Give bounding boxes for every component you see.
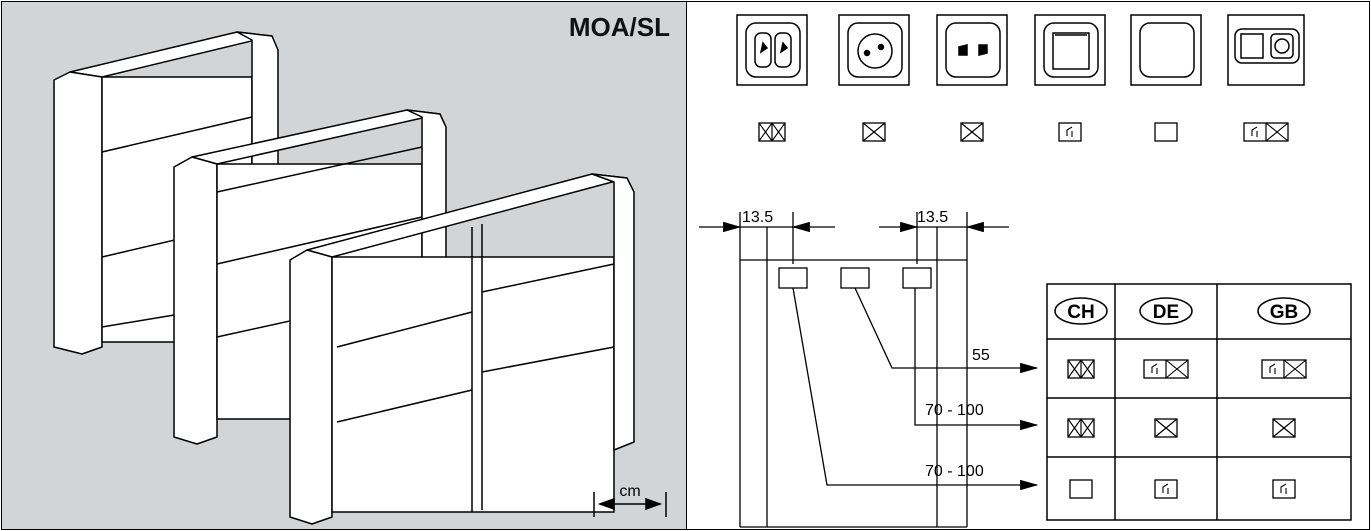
de-row1-symbol — [1143, 359, 1189, 379]
double-outlet-symbol — [758, 122, 786, 142]
gb-row2-symbol — [1272, 418, 1296, 438]
outlet-symbol — [960, 122, 984, 142]
switch-icon — [1034, 14, 1106, 86]
switch-outlet-symbol — [1243, 122, 1289, 142]
de-row2-symbol — [1154, 418, 1178, 438]
blank-symbol — [1154, 122, 1178, 142]
left-offset-label: 13.5 — [742, 209, 773, 226]
cabinet-illustration-panel: MOA/SL — [1, 1, 687, 530]
electrical-diagram: 13.5 13.5 55 70 - 100 70 - 100 CH DE GB — [699, 14, 1352, 528]
ch-double-socket-icon — [736, 14, 808, 86]
header-gb: GB — [1270, 302, 1299, 323]
dimension-drawing — [699, 212, 1039, 528]
switch-symbol — [1058, 122, 1082, 142]
row1-height-label: 55 — [972, 347, 990, 364]
country-table — [1046, 283, 1352, 521]
switch-socket-combo-icon — [1227, 14, 1305, 86]
cabinet-drawing: cm — [53, 31, 667, 525]
ch-row3-symbol — [1069, 479, 1093, 499]
eu-socket-icon — [936, 14, 1008, 86]
ch-row1-symbol — [1067, 359, 1095, 379]
cabinet-large — [289, 173, 635, 525]
outlet-symbol — [862, 122, 886, 142]
gb-row3-symbol — [1272, 479, 1296, 499]
header-ch: CH — [1067, 302, 1094, 323]
header-de: DE — [1153, 302, 1179, 323]
gb-row1-symbol — [1261, 359, 1307, 379]
row3-height-label: 70 - 100 — [925, 463, 984, 480]
de-row3-symbol — [1154, 479, 1178, 499]
model-title: MOA/SL — [568, 12, 670, 42]
blank-cover-icon — [1130, 14, 1202, 86]
unit-label: cm — [619, 483, 640, 500]
row2-height-label: 70 - 100 — [925, 402, 984, 419]
de-schuko-socket-icon — [838, 14, 910, 86]
ch-row2-symbol — [1067, 418, 1095, 438]
right-offset-label: 13.5 — [917, 209, 948, 226]
electrical-options-panel: 13.5 13.5 55 70 - 100 70 - 100 CH DE GB — [686, 1, 1370, 530]
measure-indicator — [593, 492, 667, 517]
